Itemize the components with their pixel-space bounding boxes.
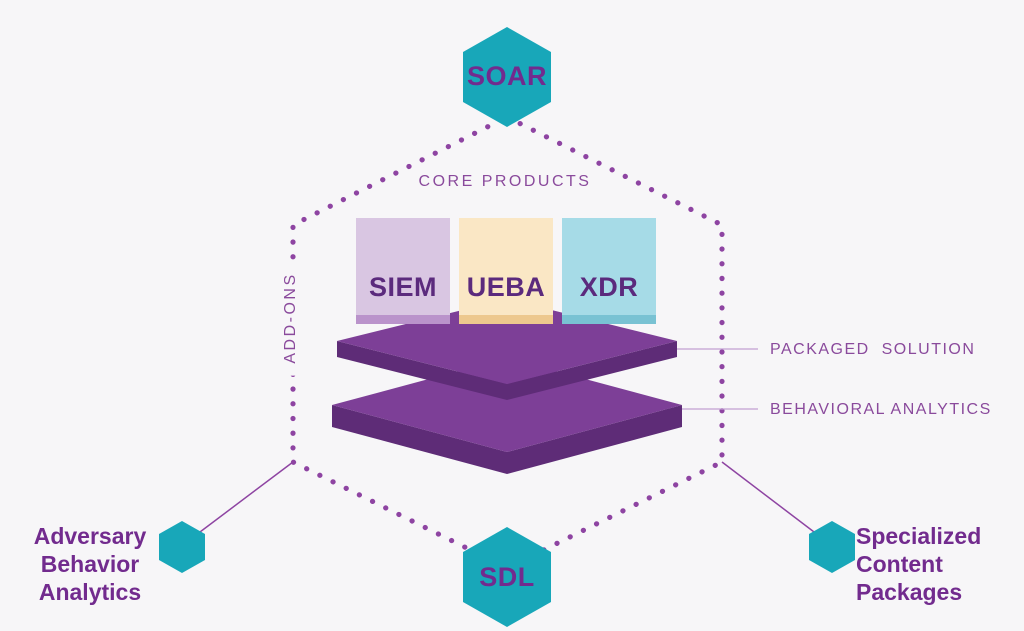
xdr-box: XDR — [562, 218, 656, 324]
ueba-label: UEBA — [466, 272, 546, 302]
platform-behavioral-top-face — [332, 358, 682, 452]
sdl-label: SDL — [479, 562, 535, 592]
add-ons-label: ADD-ONS — [276, 260, 306, 376]
soar-hexagon — [463, 27, 551, 127]
siem-label: SIEM — [368, 272, 437, 302]
adversary-behavior-analytics-callout: Adversary Behavior Analytics — [16, 522, 164, 606]
callout-left-line-1: Adversary — [33, 523, 147, 549]
right-connector-line — [721, 461, 819, 536]
core-products-title: CORE PRODUCTS — [418, 173, 592, 190]
dotted-hexagon-outline — [290, 114, 725, 571]
callout-right-line-2: Content — [856, 551, 943, 577]
sdl-hexagon — [463, 527, 551, 627]
platform-behavioral-right-side — [507, 405, 682, 474]
callout-right-line-3: Packages — [856, 579, 963, 605]
platform-packaged-right-side — [507, 341, 677, 400]
callout-left-line-2: Behavior — [40, 551, 140, 577]
specialized-content-packages-hexagon — [809, 521, 855, 573]
xdr-label: XDR — [579, 272, 639, 302]
packaged-solution-label: PACKAGED SOLUTION — [770, 341, 976, 358]
adversary-behavior-analytics-hexagon — [159, 521, 205, 573]
ueba-box: UEBA — [459, 218, 553, 324]
soar-label: SOAR — [466, 61, 547, 91]
callout-right-line-1: Specialized — [856, 523, 982, 549]
platform-packaged-left-side — [337, 341, 507, 400]
callout-left-line-3: Analytics — [38, 579, 142, 605]
platform-behavioral-left-side — [332, 405, 507, 474]
specialized-content-packages-callout: Specialized Content Packages — [856, 522, 1024, 606]
behavioral-analytics-label: BEHAVIORAL ANALYTICS — [770, 401, 992, 418]
siem-box: SIEM — [356, 218, 450, 324]
left-connector-line — [195, 461, 294, 536]
